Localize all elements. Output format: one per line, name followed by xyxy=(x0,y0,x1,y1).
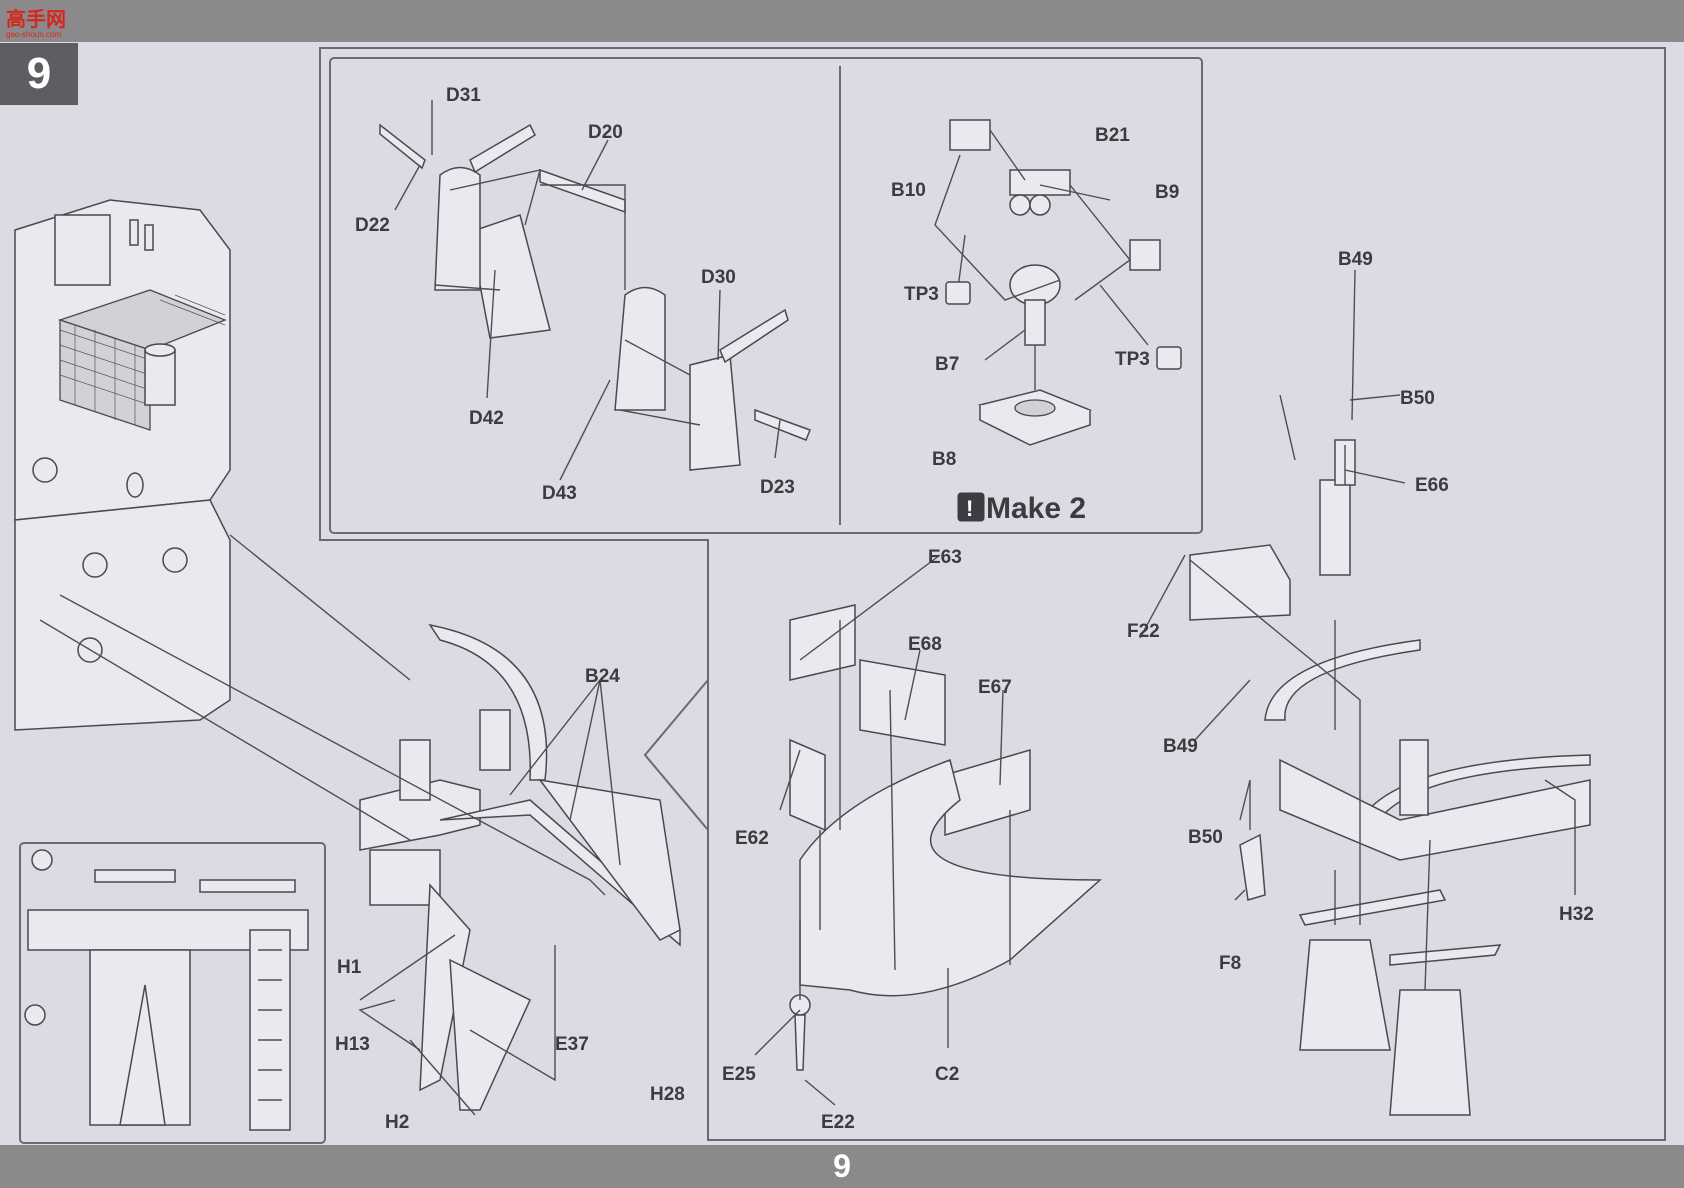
svg-text:!: ! xyxy=(966,496,973,521)
part-label-e37: E37 xyxy=(555,1034,589,1055)
top-bar xyxy=(0,0,1684,42)
detail-inset-frame xyxy=(19,842,326,1144)
notch-edge xyxy=(643,540,709,1140)
gun-assembly xyxy=(949,119,1161,446)
part-label-tp3-b: TP3 xyxy=(1115,349,1150,370)
deck-assembly xyxy=(789,604,1102,1071)
part-label-b50-bottom: B50 xyxy=(1188,827,1223,848)
make-2-note: Make 2 xyxy=(986,492,1086,525)
part-label-d22: D22 xyxy=(355,215,390,236)
part-label-b10: B10 xyxy=(891,180,926,201)
part-label-f8: F8 xyxy=(1219,953,1241,974)
part-label-b24: B24 xyxy=(585,666,620,687)
part-label-b49-top: B49 xyxy=(1338,249,1373,270)
gun-tub-assembly xyxy=(1189,439,1591,1116)
part-label-b50-top: B50 xyxy=(1400,388,1435,409)
subassembly-panel xyxy=(329,57,1203,534)
part-label-e62: E62 xyxy=(735,828,769,849)
watermark-logo: 高手网 gao-shoun.com xyxy=(6,7,66,39)
part-label-b49-bottom: B49 xyxy=(1163,736,1198,757)
part-label-d31: D31 xyxy=(446,85,481,106)
part-label-tp3-a: TP3 xyxy=(904,284,939,305)
part-label-e22: E22 xyxy=(821,1112,855,1133)
part-label-b8: B8 xyxy=(932,449,956,470)
part-label-e66: E66 xyxy=(1415,475,1449,496)
step-number: 9 xyxy=(0,43,78,105)
part-label-d30: D30 xyxy=(701,267,736,288)
part-label-e63: E63 xyxy=(928,547,962,568)
part-label-e67: E67 xyxy=(978,677,1012,698)
part-label-d23: D23 xyxy=(760,477,795,498)
part-label-c2: C2 xyxy=(935,1064,959,1085)
main-panel-frame xyxy=(319,47,1666,1141)
part-label-h28: H28 xyxy=(650,1084,685,1105)
watermark-text: 高手网 xyxy=(6,7,66,31)
tp3-icon-1 xyxy=(945,281,971,305)
part-label-b9: B9 xyxy=(1155,182,1179,203)
page-number: 9 xyxy=(833,1148,851,1184)
part-label-b7: B7 xyxy=(935,354,959,375)
bottom-bar xyxy=(0,1145,1684,1188)
part-label-f22: F22 xyxy=(1127,621,1160,642)
part-label-h32: H32 xyxy=(1559,904,1594,925)
funnel-assembly-2 xyxy=(614,286,811,471)
bridge-structure xyxy=(14,199,231,731)
tp3-icon-2 xyxy=(1156,346,1182,370)
part-label-d20: D20 xyxy=(588,122,623,143)
watermark-url: gao-shoun.com xyxy=(6,30,61,39)
walkway-assembly xyxy=(359,623,681,1111)
part-label-h2: H2 xyxy=(385,1112,409,1133)
part-label-d42: D42 xyxy=(469,408,504,429)
part-label-b21: B21 xyxy=(1095,125,1130,146)
warning-icon xyxy=(957,492,985,522)
part-label-e68: E68 xyxy=(908,634,942,655)
part-label-h1: H1 xyxy=(337,957,362,978)
funnel-assembly-1 xyxy=(379,123,626,339)
part-label-e25: E25 xyxy=(722,1064,756,1085)
part-label-d43: D43 xyxy=(542,483,577,504)
part-label-h13: H13 xyxy=(335,1034,370,1055)
detail-inset-drawing xyxy=(24,849,309,1131)
